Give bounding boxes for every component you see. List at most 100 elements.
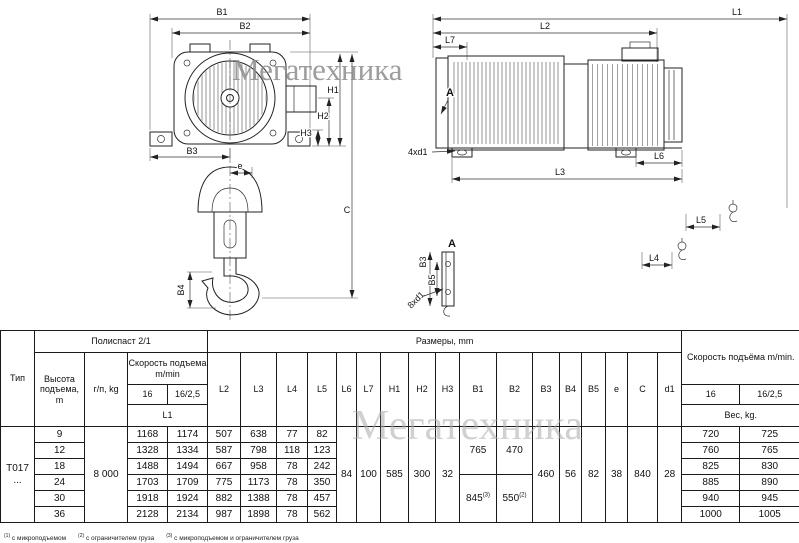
- l1-16-value: 1703: [127, 474, 168, 491]
- weight-1625-value: 945: [739, 490, 799, 507]
- l4-value: 78: [276, 490, 309, 507]
- bolt-hole-label-detail: 8xd1: [405, 289, 426, 310]
- h2-value: 300: [408, 426, 437, 523]
- b1-value-bottom: 845(3): [459, 474, 498, 523]
- l1-1625-value: 1494: [166, 458, 209, 475]
- h3-value: 32: [435, 426, 461, 523]
- detail-a-drawing: A B3 B5 8xd1: [404, 237, 457, 317]
- th-dim-l3: L3: [240, 352, 278, 427]
- view-a-label: A: [446, 87, 454, 99]
- table-row: T017 ... 9 8 000 1168 1174 507 638 77 82…: [0, 426, 799, 523]
- b4-value: 56: [559, 426, 583, 523]
- dim-label-c: C: [344, 205, 351, 215]
- dim-label-l3: L3: [555, 167, 565, 177]
- th-dim-b4: B4: [559, 352, 583, 427]
- table-row: 30 1918 1924 882 1388 78 457 940 945: [1, 490, 799, 507]
- dim-label-l6: L6: [654, 151, 664, 161]
- l6-value: 84: [336, 426, 358, 523]
- table-row: 36 2128 2134 987 1898 78 562 1000 1005: [1, 506, 799, 523]
- l3-value: 1388: [240, 490, 278, 507]
- footnote-3: (3) с микроподъемом и ограничителем груз…: [166, 532, 299, 542]
- b1-value-top: 765: [459, 426, 498, 475]
- th-dim-h1: H1: [380, 352, 410, 427]
- table-row: 24 1703 1709 775 1173 78 350 845(3) 550(…: [1, 474, 799, 523]
- table-row: 12 1328 1334 587 798 118 123 760 765: [1, 442, 799, 459]
- th-dim-e: e: [605, 352, 629, 427]
- th-speed-left: Скорость подъема m/min: [126, 352, 209, 385]
- l2-value: 587: [207, 442, 242, 459]
- th-poluspast: Полиспаст 2/1: [33, 330, 209, 353]
- th-dim-h3: H3: [435, 352, 461, 427]
- th-capacity: г/п, kg: [84, 352, 128, 427]
- l3-value: 638: [240, 426, 278, 443]
- th-weight: Вес, kg.: [681, 404, 799, 427]
- dim-label-l4: L4: [649, 253, 659, 263]
- weight-16-value: 825: [681, 458, 741, 475]
- type-dots: ...: [13, 474, 22, 486]
- th-dim-l2: L2: [207, 352, 242, 427]
- detail-a-label: A: [448, 238, 456, 250]
- height-value: 30: [34, 490, 85, 507]
- l1-1625-value: 1174: [166, 426, 209, 443]
- height-value: 24: [34, 474, 85, 491]
- bolt-hole-label: 4xd1: [408, 147, 428, 157]
- h1-value: 585: [380, 426, 410, 523]
- th-speed-16-25: 16/2,5: [166, 384, 209, 405]
- capacity-value: 8 000: [84, 426, 128, 523]
- dim-label-l1: L1: [732, 7, 742, 17]
- l3-value: 1898: [240, 506, 278, 523]
- e-value: 38: [605, 426, 629, 523]
- height-value: 18: [34, 458, 85, 475]
- l5-value: 350: [307, 474, 338, 491]
- th-speed-16-right: 16: [681, 384, 741, 405]
- dim-label-b5-detail: B5: [427, 274, 437, 285]
- l1-16-value: 1918: [127, 490, 168, 507]
- footnote-1: (1) с микроподъемом: [4, 532, 67, 542]
- dim-label-b4: B4: [176, 284, 186, 295]
- rope-eyelet-icon: [677, 238, 687, 260]
- hook-icon: [201, 257, 260, 316]
- weight-1625-value: 830: [739, 458, 799, 475]
- l2-value: 775: [207, 474, 242, 491]
- l7-value: 100: [356, 426, 382, 523]
- type-value: T017: [6, 463, 29, 474]
- weight-1625-value: 725: [739, 426, 799, 443]
- l4-value: 78: [276, 474, 309, 491]
- dim-label-l5: L5: [696, 215, 706, 225]
- th-dim-h2: H2: [408, 352, 437, 427]
- front-view-drawing: B1 B2 H1 H2 H3 B3: [149, 6, 358, 322]
- weight-1625-value: 1005: [739, 506, 799, 523]
- rope-eyelet-icon: [728, 200, 738, 222]
- height-value: 12: [34, 442, 85, 459]
- l4-value: 78: [276, 506, 309, 523]
- th-height: Высота подъема, m: [34, 352, 85, 427]
- dim-label-b3: B3: [186, 146, 197, 156]
- th-type: Тип: [0, 330, 35, 427]
- th-dim-l5: L5: [307, 352, 338, 427]
- dim-label-l7: L7: [445, 35, 455, 45]
- l2-value: 987: [207, 506, 242, 523]
- dim-label-b2: B2: [239, 21, 250, 31]
- l1-1625-value: 1924: [166, 490, 209, 507]
- d1-value: 28: [657, 426, 683, 523]
- height-value: 36: [34, 506, 85, 523]
- dim-label-b1: B1: [216, 7, 227, 17]
- c-value: 840: [627, 426, 659, 523]
- dim-label-h1: H1: [327, 85, 339, 95]
- l1-1625-value: 2134: [166, 506, 209, 523]
- l5-value: 562: [307, 506, 338, 523]
- l4-value: 78: [276, 458, 309, 475]
- dim-label-h3: H3: [300, 128, 312, 138]
- l4-value: 118: [276, 442, 309, 459]
- l4-value: 77: [276, 426, 309, 443]
- b3-value: 460: [532, 426, 561, 523]
- footnote-2: (2) с ограничителем груза: [78, 532, 155, 542]
- l2-value: 507: [207, 426, 242, 443]
- weight-16-value: 885: [681, 474, 741, 491]
- b5-value: 82: [581, 426, 607, 523]
- th-dim-b5: B5: [581, 352, 607, 427]
- l5-value: 457: [307, 490, 338, 507]
- l1-1625-value: 1709: [166, 474, 209, 491]
- weight-16-value: 940: [681, 490, 741, 507]
